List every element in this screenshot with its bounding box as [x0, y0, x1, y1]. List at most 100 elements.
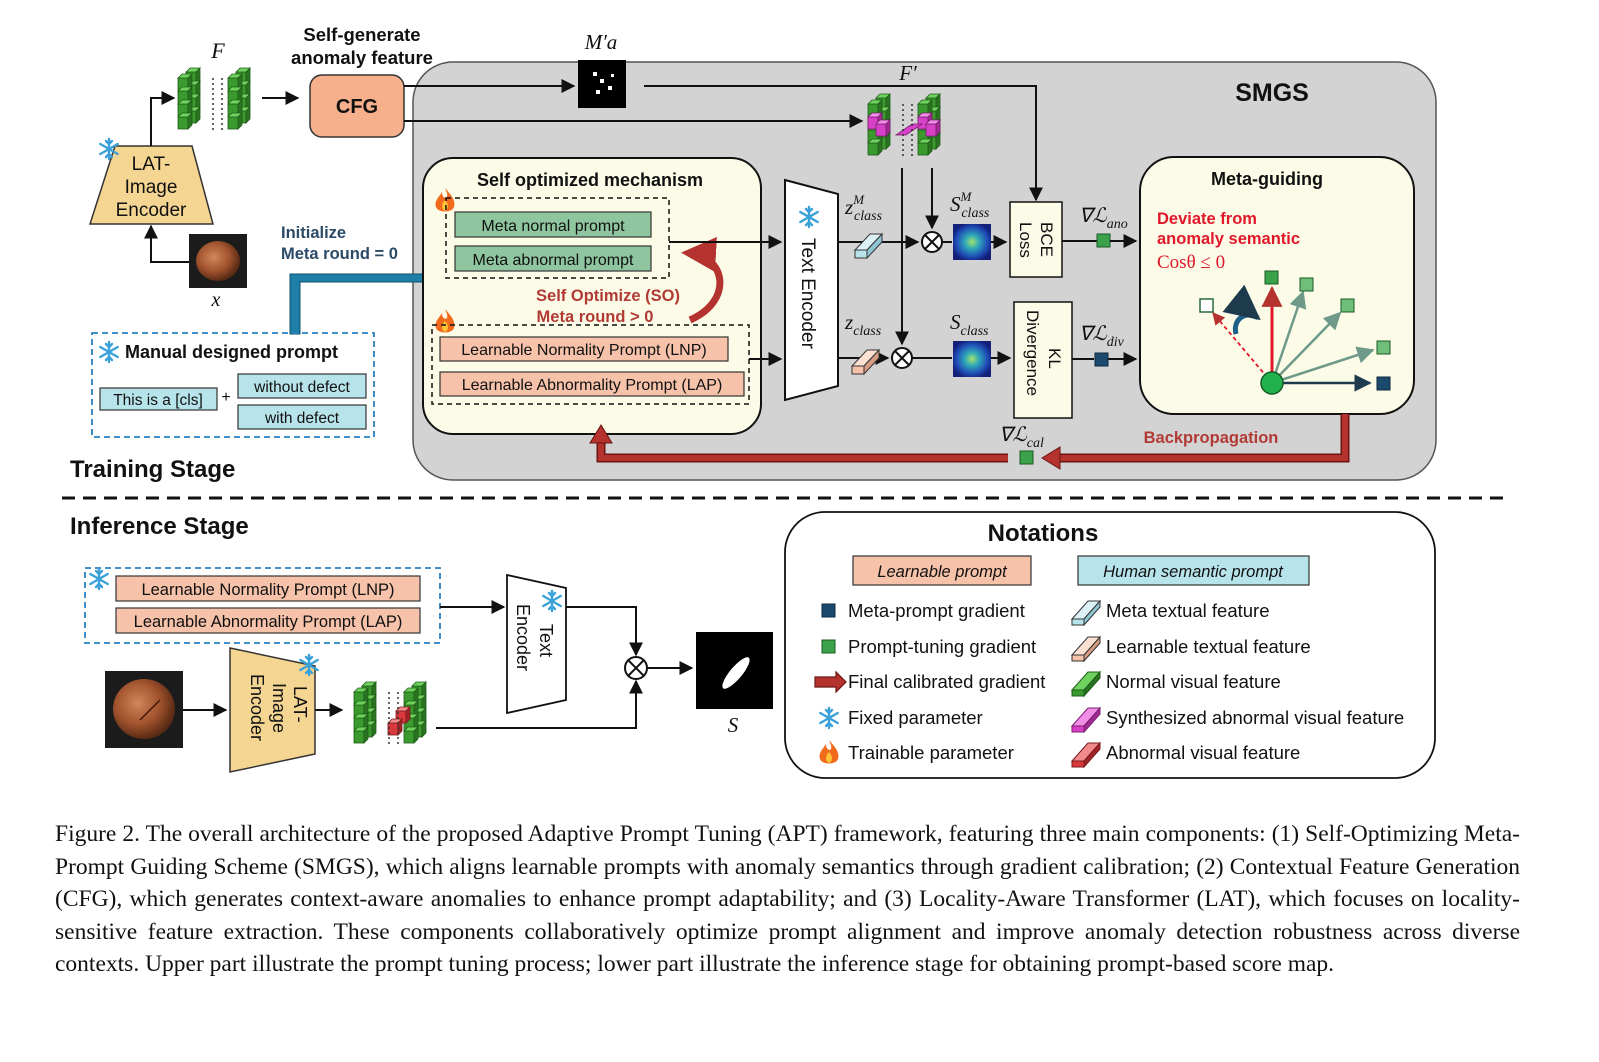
s-label: S [728, 713, 739, 737]
meta-normal-prompt-text: Meta normal prompt [481, 218, 625, 235]
snowflake-icon [89, 567, 109, 591]
green-square-icon [1019, 450, 1034, 465]
inference-hazelnut-nut [113, 679, 175, 739]
magenta-prism-icon [1070, 706, 1102, 734]
green-square-icon [821, 639, 836, 654]
z-class-label: zclass [844, 310, 882, 339]
inference-text-label-2: Encoder [513, 604, 533, 671]
notation-right-3: Normal visual feature [1106, 671, 1281, 692]
text-encoder [784, 178, 839, 402]
with-defect-box [237, 404, 367, 430]
initialize-label-1: Initialize [281, 224, 346, 242]
lnp-box [439, 336, 729, 362]
bce-loss-box [1009, 201, 1063, 278]
navy-square-icon [821, 603, 836, 618]
inference-lat-label-1: LAT- [290, 686, 310, 723]
score-map-anomaly [722, 657, 750, 689]
ma-label: M′a [584, 30, 618, 54]
notation-right-2: Learnable textual feature [1106, 636, 1311, 657]
green-square-icon [1096, 233, 1111, 248]
backprop-arrowhead-right [1041, 446, 1061, 470]
without-defect-box [237, 373, 367, 399]
training-stage-label: Training Stage [70, 456, 235, 483]
snowflake-icon [99, 340, 119, 364]
feature-map-fprime [867, 94, 941, 156]
hazelnut-nut [196, 241, 240, 281]
heatmap-sclass [953, 341, 991, 377]
inference-lat-encoder [229, 647, 316, 773]
arrow-features-to-multiply [436, 679, 643, 729]
figure-caption: Figure 2. The overall architecture of th… [55, 821, 1520, 977]
text-encoder-label: Text Encoder [797, 238, 818, 350]
kl-label-1: KL [1045, 348, 1064, 369]
grad-cal-label: ∇ℒcal [999, 424, 1044, 451]
self-generate-label-1: Self-generate [303, 24, 420, 45]
green-prism-icon [1070, 670, 1102, 698]
inference-lat-label-3: Encoder [247, 674, 267, 741]
initialize-label-2: Meta round = 0 [281, 245, 398, 263]
this-is-a-box [99, 387, 218, 411]
lat-label-3: Encoder [116, 200, 187, 221]
grad-div-label: ∇ℒdiv [1079, 323, 1125, 350]
fprime-label: F′ [898, 61, 917, 85]
with-defect-text: with defect [264, 410, 340, 427]
notation-left-1: Meta-prompt gradient [848, 600, 1025, 621]
s-class-label: Sclass [950, 310, 989, 339]
notation-right-5: Abnormal visual feature [1106, 742, 1300, 763]
som-title: Self optimized mechanism [477, 170, 703, 190]
cfg-label: CFG [336, 96, 378, 118]
navy-square-icon [1094, 352, 1109, 367]
x-label: x [211, 289, 221, 311]
lnp-text: Learnable Normality Prompt (LNP) [461, 342, 706, 359]
inference-stage-label: Inference Stage [70, 513, 249, 540]
red-prism-icon [1070, 741, 1102, 769]
learnable-prompt-label: Learnable prompt [877, 563, 1008, 581]
meta-guiding-panel [1139, 156, 1415, 415]
lat-label-2: Image [125, 177, 178, 198]
heatmap-smclass [953, 224, 991, 260]
notation-left-3: Final calibrated gradient [848, 671, 1045, 692]
notation-right-1: Meta textual feature [1106, 600, 1270, 621]
arrow-text-to-multiply [566, 606, 643, 657]
deviate-label-2: anomaly semantic [1157, 230, 1300, 248]
notation-left-4: Fixed parameter [848, 707, 983, 728]
meta-guiding-title: Meta-guiding [1211, 169, 1323, 189]
inference-lap-text: Learnable Abnormality Prompt (LAP) [134, 613, 403, 631]
meta-prompt-group [445, 197, 670, 279]
lap-text: Learnable Abnormality Prompt (LAP) [462, 377, 723, 394]
inference-feature-map [354, 682, 426, 744]
arrow-lat-to-f [150, 91, 176, 146]
smgs-label: SMGS [1235, 79, 1309, 107]
so-label-1: Self Optimize (SO) [536, 287, 680, 305]
cos-rule: Cosθ ≤ 0 [1157, 252, 1225, 273]
self-optimize-arrow [681, 237, 724, 324]
bce-label-2: Loss [1016, 222, 1035, 258]
blue-prism-icon [1070, 599, 1102, 627]
inference-lnp-text: Learnable Normality Prompt (LNP) [141, 581, 394, 599]
lap-box [439, 371, 745, 397]
manual-prompt-title: Manual designed prompt [125, 342, 338, 362]
red-arrow-icon [814, 670, 847, 694]
so-label-2: Meta round > 0 [537, 308, 654, 326]
notation-left-5: Trainable parameter [848, 742, 1014, 763]
lat-label-1: LAT- [132, 154, 171, 175]
inference-prompt-box [84, 567, 441, 644]
notation-left-2: Prompt-tuning gradient [848, 636, 1036, 657]
backprop-label: Backpropagation [1144, 429, 1279, 447]
backprop-arrowhead-left [589, 424, 613, 444]
deviate-label-1: Deviate from [1157, 210, 1257, 228]
peach-prism-icon [1070, 635, 1102, 663]
arrow-mask-to-bce [644, 85, 1043, 202]
kl-divergence-box [1013, 301, 1073, 419]
manual-prompt-box [91, 332, 375, 438]
inference-lap-box [115, 607, 421, 634]
learnable-prompt-swatch [852, 555, 1032, 586]
meta-abnormal-prompt [454, 245, 652, 272]
cfg-box [309, 74, 405, 138]
human-prompt-swatch [1077, 555, 1310, 586]
kl-label-2: Divergence [1023, 310, 1042, 396]
grad-ano-label: ∇ℒano [1079, 205, 1128, 232]
